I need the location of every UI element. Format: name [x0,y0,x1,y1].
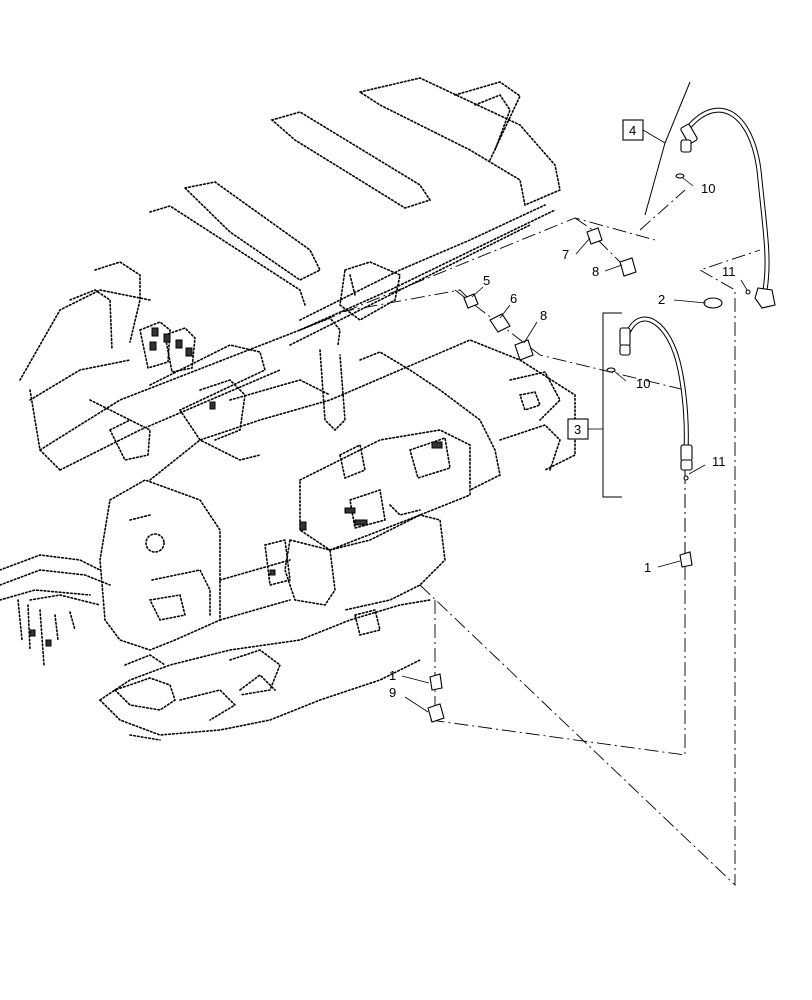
callout-9: 9 [389,685,396,700]
callout-2: 2 [658,292,665,307]
callout-7: 7 [562,247,569,262]
callout-4: 4 [629,123,636,138]
callout-6: 6 [510,291,517,306]
callout-1-bottom: 1 [389,668,396,683]
hose-assembly-lower [619,316,693,471]
bracket-item-3 [567,312,622,498]
hose-assembly-upper [680,107,776,309]
callout-11-upper: 11 [722,264,736,279]
machine-frame-phantom [0,77,576,741]
callout-1-lower-right: 1 [644,560,651,575]
callout-10-lower: 10 [636,376,650,391]
callout-8-top: 8 [592,264,599,279]
callout-3: 3 [574,422,581,437]
callout-11-lower: 11 [712,454,726,469]
callout-8-center: 8 [540,308,547,323]
callout-10-upper: 10 [701,181,715,196]
leader-lines [401,177,748,713]
frame-detail-components [29,327,443,647]
assembly-centerlines [299,189,761,887]
callout-5: 5 [483,273,490,288]
callout-labels: 1 1 2 3 4 5 6 7 8 8 9 10 10 11 11 [389,123,736,700]
fittings [427,173,751,723]
bracket-item-4 [622,81,691,216]
